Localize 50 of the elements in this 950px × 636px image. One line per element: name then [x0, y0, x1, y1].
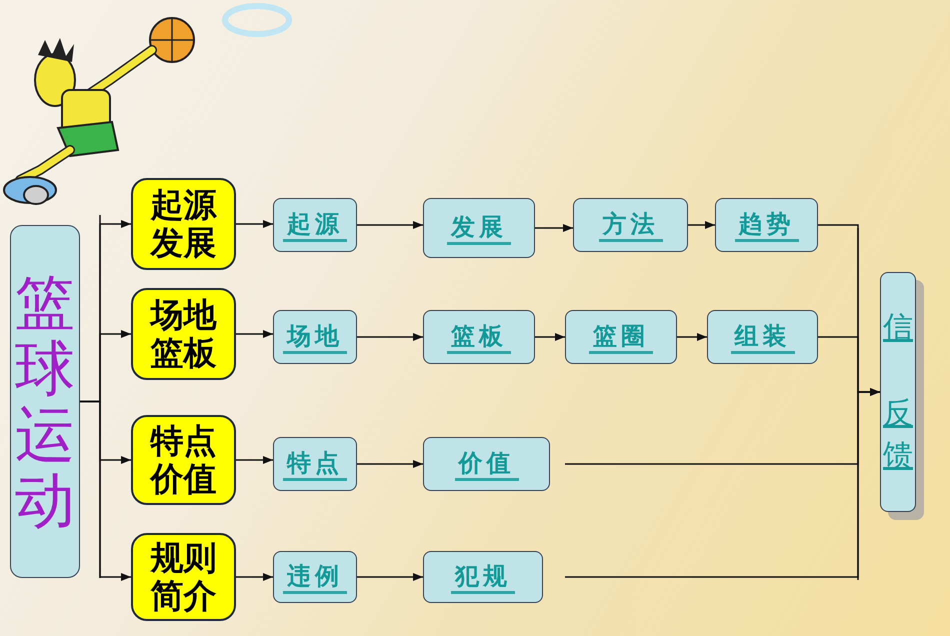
process-box: [573, 198, 688, 252]
arrow: [535, 333, 565, 341]
process-box: [715, 198, 818, 252]
item-label: 发展: [447, 210, 511, 246]
item-label: 违例: [283, 560, 347, 594]
process-box: [565, 310, 677, 364]
item-label: 方法: [598, 208, 662, 242]
item-label: 价值: [454, 446, 518, 482]
process-box: [707, 310, 818, 364]
topic-label: 规则简介: [149, 539, 218, 615]
process-box: [423, 198, 535, 258]
arrow: [236, 573, 273, 581]
item-label: 趋势: [734, 208, 798, 242]
arrow: [357, 333, 423, 341]
arrow: [80, 400, 131, 581]
arrow: [677, 333, 707, 341]
process-box: [423, 551, 543, 603]
item-label: 犯规: [451, 560, 515, 594]
item-label: 场地: [283, 320, 347, 354]
process-box: [273, 437, 357, 491]
topic-box: [131, 415, 236, 505]
arrow: [236, 330, 273, 338]
arrow: [357, 573, 423, 581]
item-label: 起源: [283, 208, 347, 242]
topic-label: 场地篮板: [148, 296, 218, 372]
process-box: [273, 551, 357, 603]
topic-label: 特点价值: [148, 422, 218, 498]
arrow: [688, 221, 715, 229]
arrow: [236, 456, 273, 464]
vertical-label: 反馈: [883, 395, 913, 475]
item-label: 组装: [730, 320, 794, 354]
process-box: [273, 198, 357, 252]
topic-box: [131, 533, 236, 621]
topic-box: [131, 178, 236, 270]
vertical-label: 信: [883, 309, 913, 347]
arrow: [565, 388, 880, 578]
arrow: [236, 220, 273, 228]
arrow: [357, 221, 423, 229]
topic-label: 起源发展: [149, 186, 218, 262]
topic-box: [131, 288, 236, 380]
item-label: 特点: [283, 446, 347, 482]
item-label: 篮圈: [589, 320, 653, 354]
item-label: 篮板: [447, 320, 511, 354]
title-box: [10, 225, 80, 578]
vertical-title: 篮球运动: [15, 270, 75, 534]
process-box: [273, 310, 357, 364]
process-box: [423, 310, 535, 364]
arrow: [535, 224, 573, 232]
arrow: [357, 460, 423, 468]
process-box: [423, 437, 550, 491]
